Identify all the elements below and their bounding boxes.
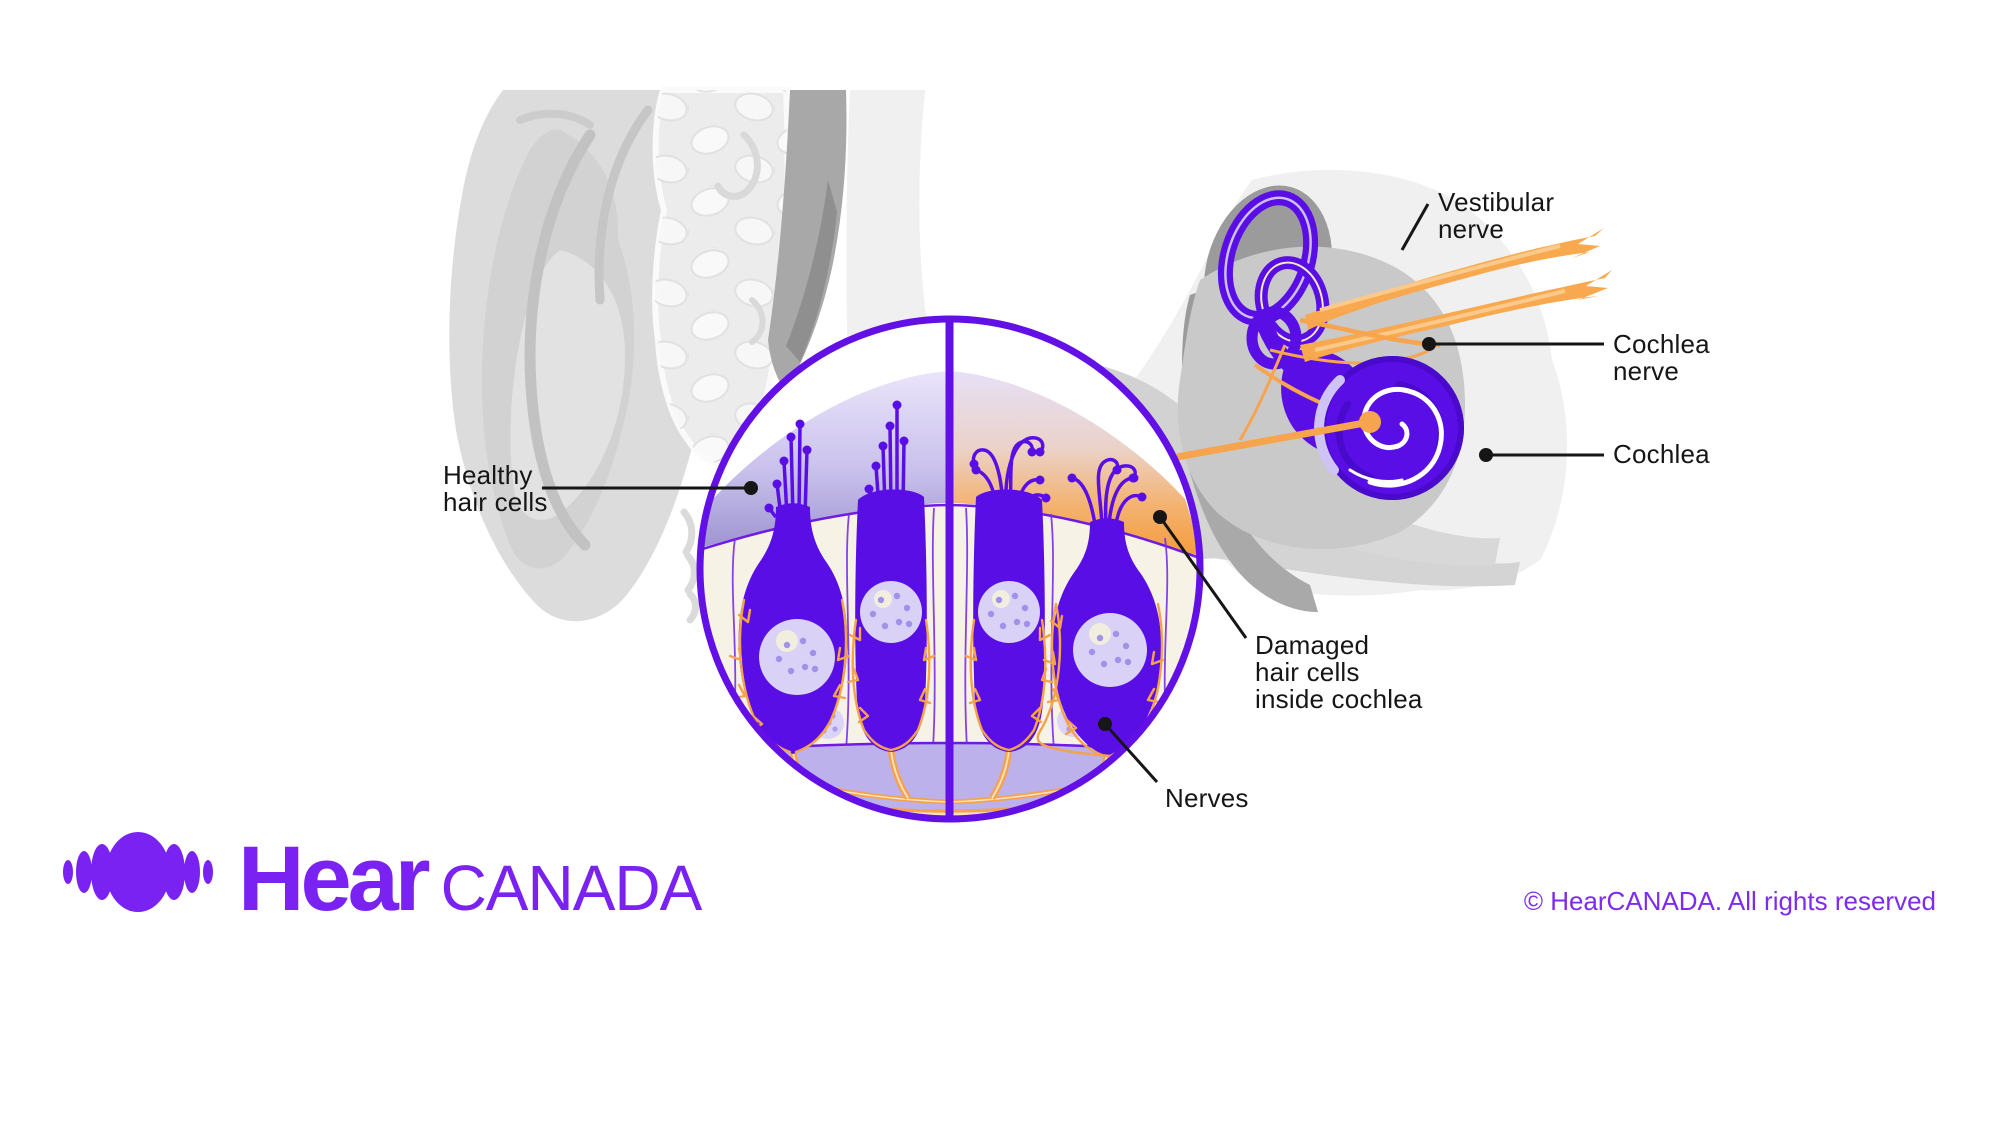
label-damaged-hair-cells: Damaged hair cells inside cochlea (1255, 630, 1423, 714)
label-healthy-hair-cells: Healthy hair cells (443, 460, 548, 517)
label-vestibular-nerve: Vestibular nerve (1438, 187, 1555, 244)
label-cochlea: Cochlea (1613, 439, 1710, 469)
healthy-stereocilia (767, 403, 906, 518)
leader-damaged (1158, 516, 1248, 639)
label-nerves: Nerves (1165, 783, 1249, 813)
hearcanada-logo (58, 826, 228, 922)
healthy-stereocilia-tips (764, 400, 909, 513)
brand-word-hear: Hear (238, 828, 431, 930)
damaged-stereocilia-tips (969, 447, 1147, 503)
brand-word-canada: CANADA (440, 852, 703, 924)
cochlea-spiral (1314, 356, 1464, 500)
leader-lines (542, 203, 1604, 784)
leader-vestibular (1400, 203, 1430, 251)
label-cochlea-nerve: Cochlea nerve (1613, 329, 1710, 386)
calyx-nerves (728, 598, 1165, 758)
leader-nerves (1103, 722, 1159, 784)
copyright-text: © HearCANADA. All rights reserved (1523, 886, 1936, 916)
magnifier-connector (1176, 411, 1381, 461)
damaged-dome (949, 371, 1199, 556)
ear-canal (768, 90, 847, 392)
fat-pad-tissue (652, 87, 791, 468)
inset-circle-border (696, 315, 1204, 823)
soundwave-icon (63, 832, 213, 912)
connector-dot (1359, 411, 1381, 433)
damaged-stereocilia (971, 436, 1144, 526)
nerve-bundle (1238, 228, 1612, 441)
hearcanada-wordmark: Hear CANADA (238, 828, 703, 930)
cell-nuclei (759, 581, 1147, 695)
inner-ear (1177, 185, 1612, 550)
